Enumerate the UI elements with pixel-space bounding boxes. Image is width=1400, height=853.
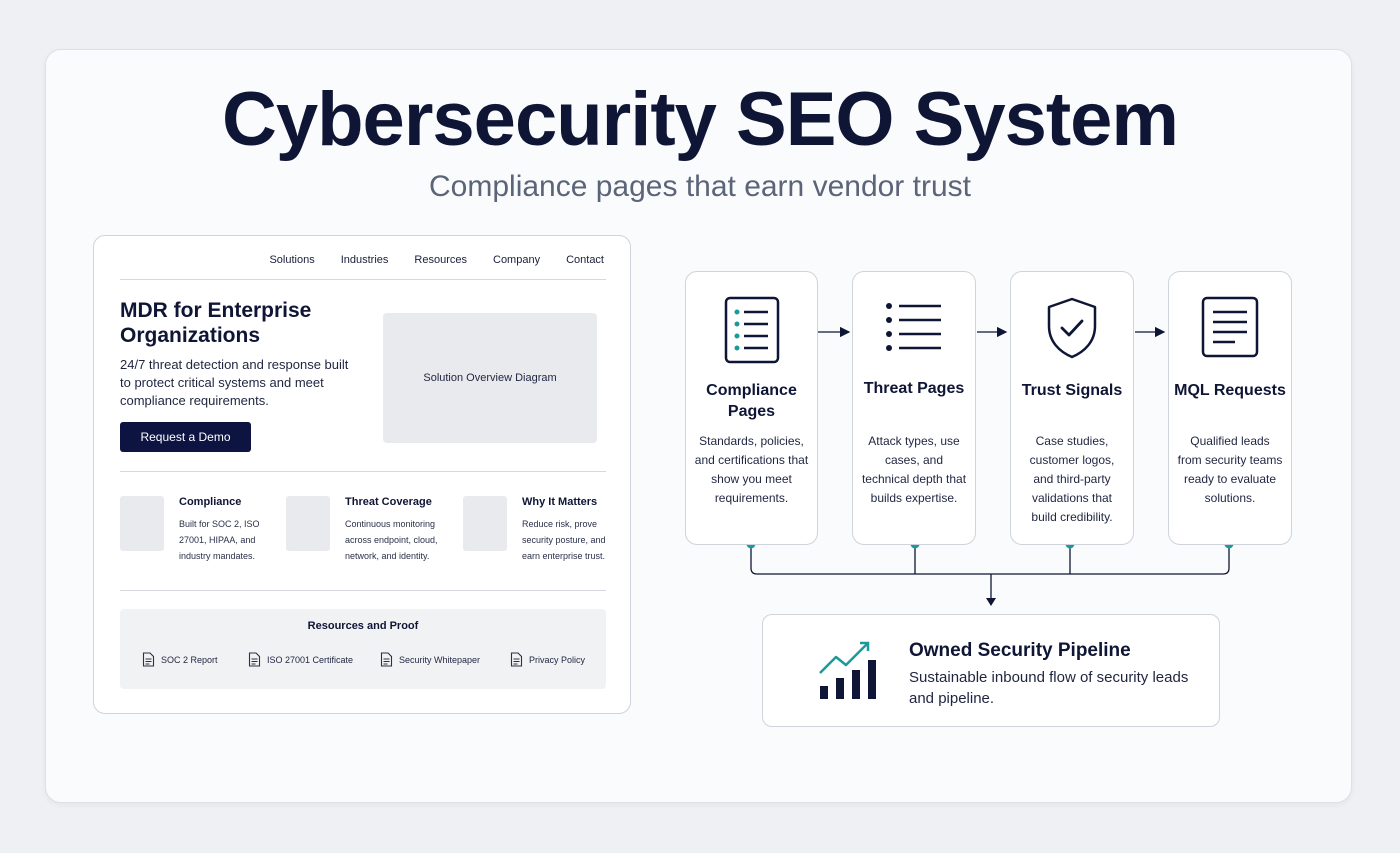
divider — [120, 279, 606, 280]
page-subtitle: Compliance pages that earn vendor trust — [429, 170, 971, 203]
resource-label: SOC 2 Report — [161, 654, 218, 665]
resource-iso-certificate[interactable]: ISO 27001 Certificate — [248, 652, 353, 667]
feature-title: Compliance — [179, 496, 242, 508]
step-text: Qualified leads from security teams read… — [1177, 434, 1283, 505]
document-icon — [142, 652, 155, 667]
growth-chart-icon — [818, 639, 882, 706]
feature-text: Continuous monitoring across endpoint, c… — [345, 519, 438, 561]
mock-webpage: Solutions Industries Resources Company C… — [93, 235, 631, 714]
step-title: Compliance Pages — [706, 382, 797, 420]
step-title: MQL Requests — [1174, 382, 1286, 399]
page-title: Cybersecurity SEO System — [221, 77, 1179, 162]
resources-section: Resources and Proof SOC 2 Report ISO 270… — [120, 609, 606, 689]
nav-item-solutions[interactable]: Solutions — [269, 254, 315, 266]
resource-privacy-policy[interactable]: Privacy Policy — [510, 652, 585, 667]
mock-nav: Solutions Industries Resources Company C… — [243, 254, 604, 266]
feature-text: Reduce risk, prove security posture, and… — [522, 519, 606, 561]
document-icon — [510, 652, 523, 667]
feature-thumbnail — [286, 496, 330, 551]
shield-check-icon — [1011, 296, 1133, 362]
document-icon — [1169, 296, 1291, 362]
step-threat-pages: Threat Pages Attack types, use cases, an… — [852, 271, 976, 545]
step-compliance-pages: Compliance Pages Standards, policies, an… — [685, 271, 818, 545]
nav-item-contact[interactable]: Contact — [566, 254, 604, 266]
diagram-placeholder-label: Solution Overview Diagram — [423, 372, 557, 384]
step-mql-requests: MQL Requests Qualified leads from securi… — [1168, 271, 1292, 545]
feature-thumbnail — [120, 496, 164, 551]
feature-thumbnail — [463, 496, 507, 551]
outcome-title: Owned Security Pipeline — [909, 640, 1131, 661]
resource-label: Privacy Policy — [529, 654, 586, 665]
nav-item-company[interactable]: Company — [493, 254, 541, 266]
checklist-icon — [686, 296, 817, 364]
hero-text: 24/7 threat detection and response built… — [120, 357, 349, 408]
step-text: Standards, policies, and certifications … — [694, 434, 809, 505]
outcome-text: Sustainable inbound flow of security lea… — [909, 669, 1189, 707]
document-icon — [380, 652, 393, 667]
diagram-placeholder: Solution Overview Diagram — [383, 313, 597, 443]
resources-title: Resources and Proof — [307, 620, 419, 632]
step-title: Trust Signals — [1021, 382, 1123, 399]
divider — [120, 471, 606, 472]
hero-title: MDR for Enterprise Organizations — [120, 299, 312, 347]
nav-item-industries[interactable]: Industries — [340, 254, 389, 266]
step-text: Case studies, customer logos, and third-… — [1029, 434, 1115, 524]
resource-label: Security Whitepaper — [399, 654, 481, 665]
list-icon — [853, 300, 975, 366]
request-demo-button[interactable]: Request a Demo — [120, 422, 251, 452]
document-icon — [248, 652, 261, 667]
resource-label: ISO 27001 Certificate — [267, 654, 354, 665]
feature-title: Threat Coverage — [345, 496, 432, 508]
nav-item-resources[interactable]: Resources — [414, 254, 467, 266]
resource-security-whitepaper[interactable]: Security Whitepaper — [380, 652, 480, 667]
feature-text: Built for SOC 2, ISO 27001, HIPAA, and i… — [179, 519, 260, 561]
step-text: Attack types, use cases, and technical d… — [861, 434, 967, 505]
step-title: Threat Pages — [863, 380, 965, 397]
resource-soc2-report[interactable]: SOC 2 Report — [142, 652, 218, 667]
outcome-owned-pipeline: Owned Security Pipeline Sustainable inbo… — [762, 614, 1220, 727]
feature-title: Why It Matters — [522, 496, 598, 508]
step-trust-signals: Trust Signals Case studies, customer log… — [1010, 271, 1134, 545]
divider — [120, 590, 606, 591]
